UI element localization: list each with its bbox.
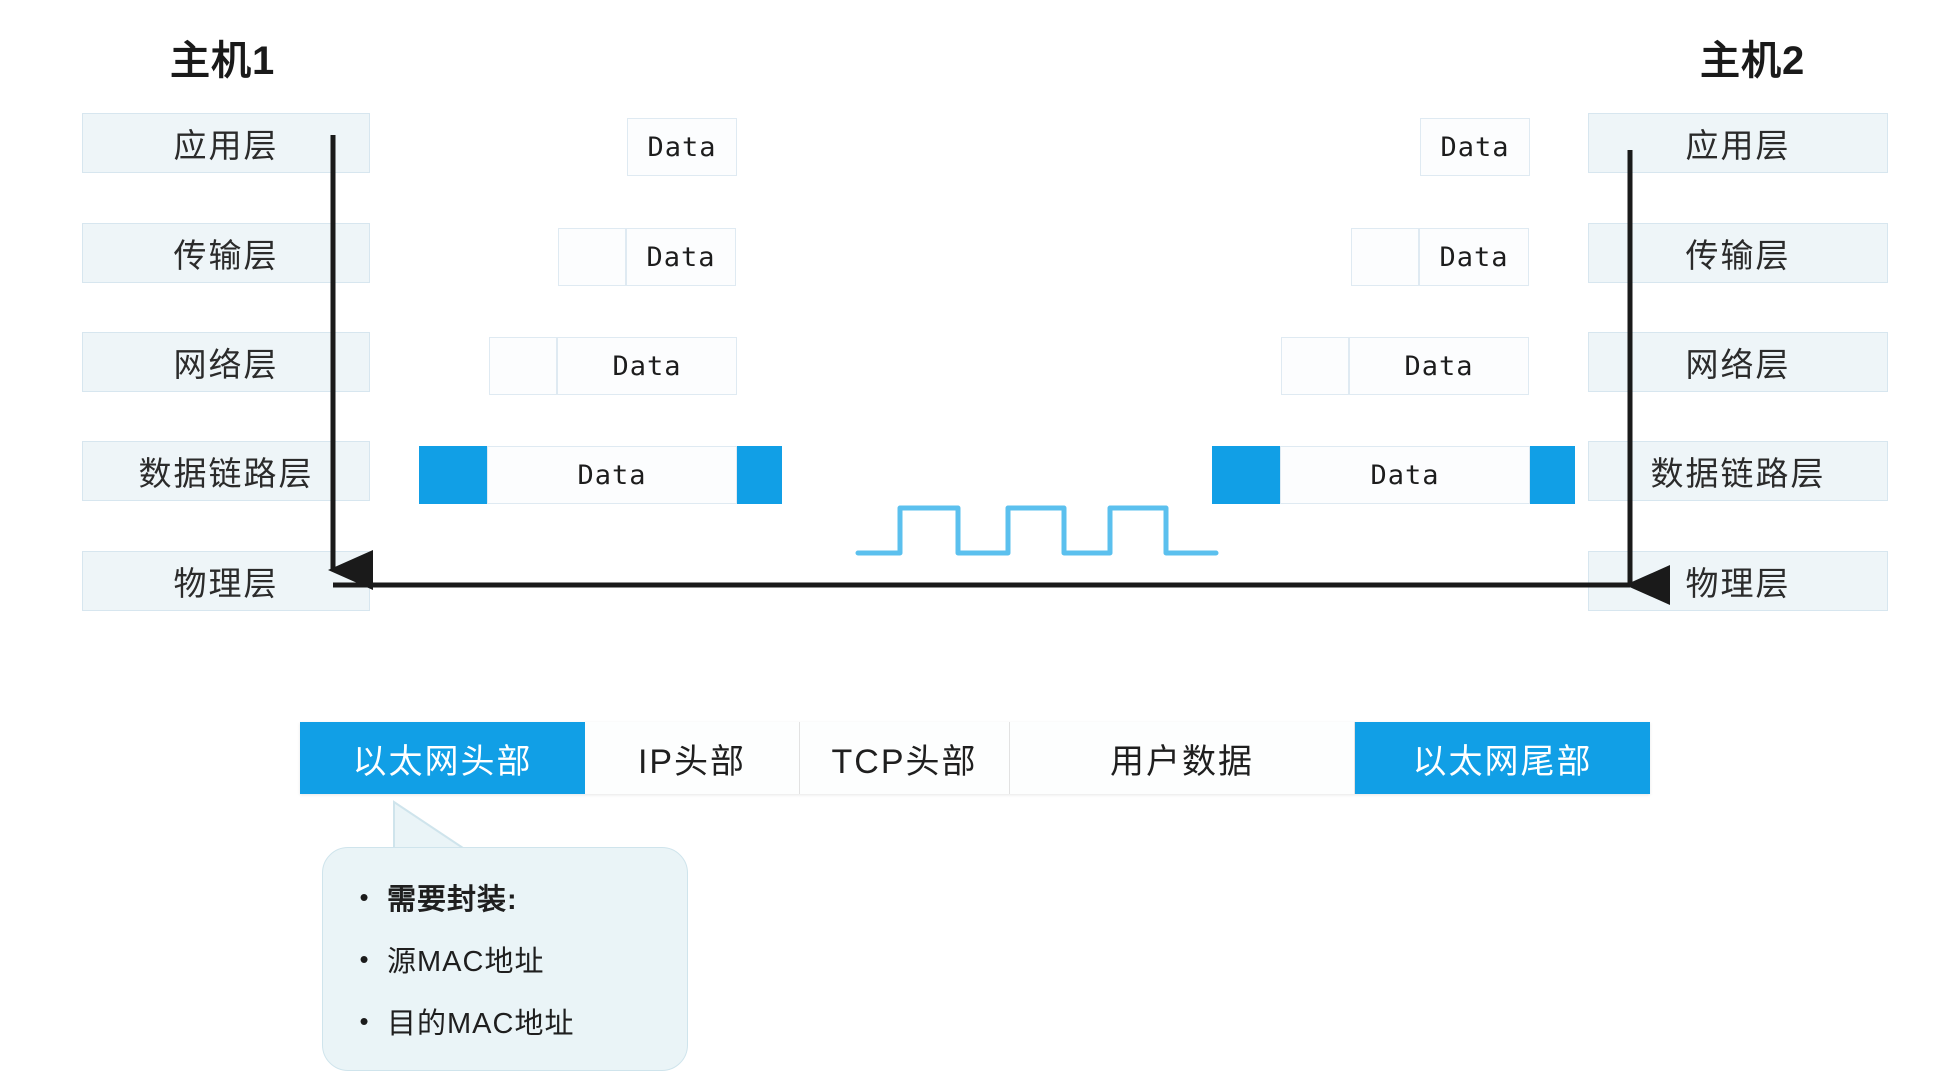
frame-cell-ip-header[interactable]: IP头部	[585, 722, 800, 794]
host1-layer-datalink[interactable]: 数据链路层	[82, 441, 370, 501]
host2-pdu-datalink: Data	[1212, 446, 1575, 504]
pdu-data-cell: Data	[1280, 446, 1530, 504]
pdu-data-cell: Data	[1419, 228, 1529, 286]
callout-line: • 需要封装:	[341, 866, 661, 928]
host1-pdu-application: Data	[627, 118, 737, 176]
host2-title: 主机2	[1700, 39, 1806, 83]
pdu-ethernet-trailer-cell	[737, 446, 782, 504]
pdu-ethernet-header-cell	[419, 446, 487, 504]
frame-cell-ethernet-header[interactable]: 以太网头部	[300, 722, 585, 794]
layer-label: 数据链路层	[1650, 455, 1826, 492]
pdu-data-cell: Data	[1420, 118, 1530, 176]
pdu-data-cell: Data	[1349, 337, 1529, 395]
callout-line: • 目的MAC地址	[341, 990, 661, 1052]
host2-pdu-network: Data	[1281, 337, 1529, 395]
pdu-header-cell	[489, 337, 557, 395]
callout-line: • 源MAC地址	[341, 928, 661, 990]
host1-pdu-transport: Data	[558, 228, 736, 286]
host2-layer-physical[interactable]: 物理层	[1588, 551, 1888, 611]
pdu-header-cell	[1281, 337, 1349, 395]
physical-signal-waveform	[855, 505, 1219, 556]
frame-cell-user-data[interactable]: 用户数据	[1010, 722, 1355, 794]
host2-pdu-application: Data	[1420, 118, 1530, 176]
host1-pdu-network: Data	[489, 337, 737, 395]
encapsulation-callout: • 需要封装: • 源MAC地址 • 目的MAC地址	[322, 847, 688, 1071]
pdu-header-cell	[558, 228, 626, 286]
layer-label: 应用层	[1685, 127, 1791, 164]
layer-label: 网络层	[173, 346, 279, 383]
bullet-icon: •	[359, 882, 369, 912]
pdu-data-cell: Data	[557, 337, 737, 395]
pdu-header-cell	[1351, 228, 1419, 286]
host2-pdu-transport: Data	[1351, 228, 1529, 286]
layer-label: 数据链路层	[138, 455, 314, 492]
host1-title: 主机1	[170, 39, 276, 83]
bullet-icon: •	[359, 944, 369, 974]
callout-text: 需要封装:	[387, 884, 518, 916]
pdu-data-cell: Data	[627, 118, 737, 176]
host2-layer-network[interactable]: 网络层	[1588, 332, 1888, 392]
host1-layer-network[interactable]: 网络层	[82, 332, 370, 392]
host2-layer-transport[interactable]: 传输层	[1588, 223, 1888, 283]
ethernet-frame-structure-bar: 以太网头部 IP头部 TCP头部 用户数据 以太网尾部	[300, 722, 1650, 794]
pdu-data-cell: Data	[626, 228, 736, 286]
callout-text: 目的MAC地址	[387, 1008, 575, 1040]
pdu-data-cell: Data	[487, 446, 737, 504]
pdu-ethernet-header-cell	[1212, 446, 1280, 504]
frame-cell-ethernet-trailer[interactable]: 以太网尾部	[1355, 722, 1650, 794]
host1-layer-physical[interactable]: 物理层	[82, 551, 370, 611]
layer-label: 传输层	[173, 237, 279, 274]
host2-layer-datalink[interactable]: 数据链路层	[1588, 441, 1888, 501]
host2-layer-application[interactable]: 应用层	[1588, 113, 1888, 173]
bullet-icon: •	[359, 1006, 369, 1036]
pdu-ethernet-trailer-cell	[1530, 446, 1575, 504]
layer-label: 物理层	[173, 565, 279, 602]
callout-text: 源MAC地址	[387, 946, 545, 978]
layer-label: 网络层	[1685, 346, 1791, 383]
layer-label: 传输层	[1685, 237, 1791, 274]
frame-cell-tcp-header[interactable]: TCP头部	[800, 722, 1010, 794]
host1-layer-transport[interactable]: 传输层	[82, 223, 370, 283]
host1-layer-application[interactable]: 应用层	[82, 113, 370, 173]
layer-label: 物理层	[1685, 565, 1791, 602]
layer-label: 应用层	[173, 127, 279, 164]
host1-pdu-datalink: Data	[419, 446, 782, 504]
